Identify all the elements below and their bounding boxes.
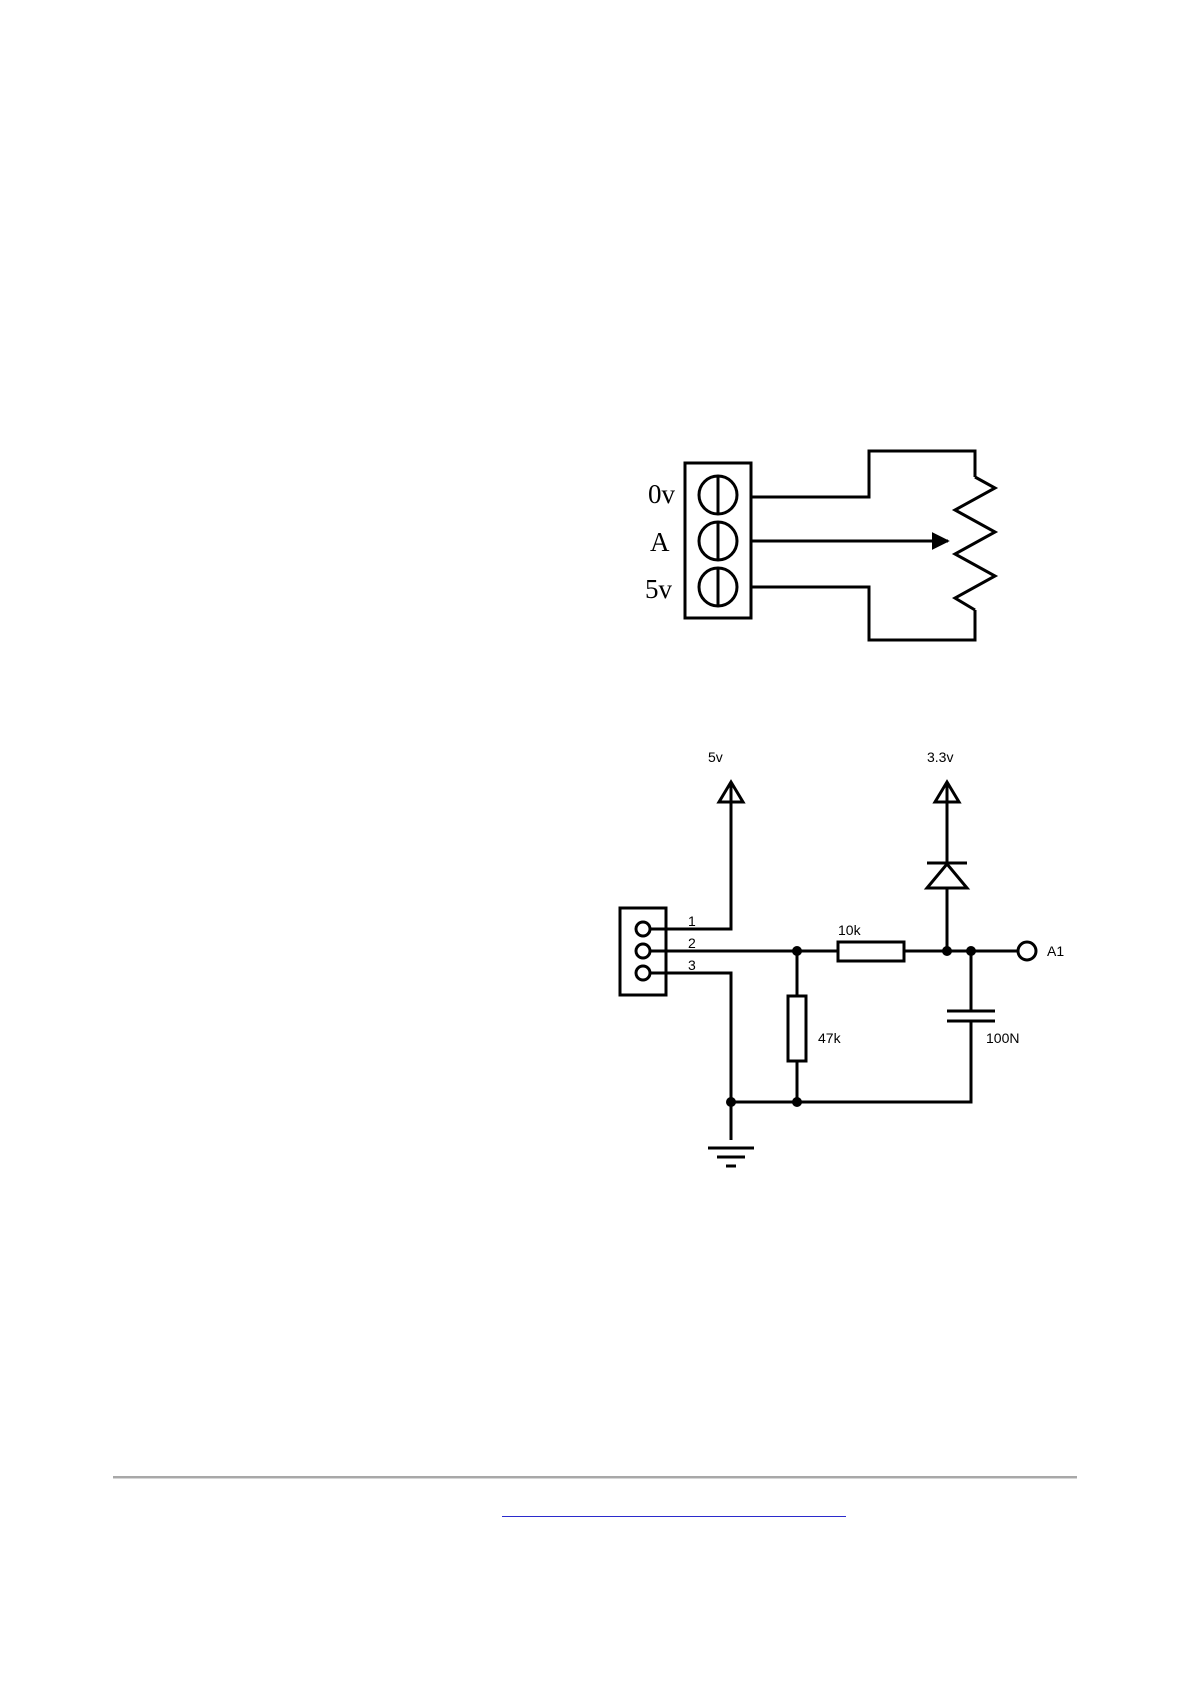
junction-dot xyxy=(966,946,976,956)
label-supply-3v3: 3.3v xyxy=(927,749,953,765)
label-0v: 0v xyxy=(648,479,676,509)
input-schematic xyxy=(620,782,1036,1166)
label-pin-1: 1 xyxy=(688,913,696,929)
connector-pin-3 xyxy=(636,966,650,980)
wire-ground-rail xyxy=(731,1021,971,1102)
wire-0v xyxy=(751,451,975,497)
terminal-labels: 0v A 5v xyxy=(645,479,676,604)
potentiometer-wiring-diagram xyxy=(685,451,995,640)
junction-dot xyxy=(792,1097,802,1107)
footer-link[interactable] xyxy=(502,1498,846,1517)
resistor-47k xyxy=(788,996,806,1061)
diode xyxy=(927,863,967,888)
label-5v: 5v xyxy=(645,574,673,604)
label-pin-3: 3 xyxy=(688,957,696,973)
label-pin-2: 2 xyxy=(688,935,696,951)
junction-dot xyxy=(942,946,952,956)
connector-pin-1 xyxy=(636,922,650,936)
screw-terminal-a xyxy=(699,522,737,560)
footer-divider xyxy=(113,1476,1077,1479)
label-capacitor-100n: 100N xyxy=(986,1030,1019,1046)
screw-terminal-5v xyxy=(699,568,737,606)
junction-dot xyxy=(726,1097,736,1107)
wire-5v xyxy=(751,587,975,640)
label-output-a1: A1 xyxy=(1047,943,1064,959)
label-supply-5v: 5v xyxy=(708,749,723,765)
resistor-10k xyxy=(838,942,904,961)
label-resistor-47k: 47k xyxy=(818,1030,842,1046)
output-terminal-a1 xyxy=(1018,942,1036,960)
wire-pin3-ground xyxy=(650,973,731,1140)
schematic-labels: 5v 3.3v 1 2 3 10k 47k 100N A1 xyxy=(688,749,1064,1046)
label-a: A xyxy=(650,527,670,557)
ground-symbol xyxy=(708,1148,754,1166)
connector-pin-2 xyxy=(636,944,650,958)
label-resistor-10k: 10k xyxy=(838,922,862,938)
junction-dot xyxy=(792,946,802,956)
supply-arrow-3v3 xyxy=(935,782,959,802)
potentiometer-resistor xyxy=(955,477,995,610)
supply-arrow-5v xyxy=(719,782,743,802)
screw-terminal-0v xyxy=(699,476,737,514)
junction-dots xyxy=(726,946,976,1107)
